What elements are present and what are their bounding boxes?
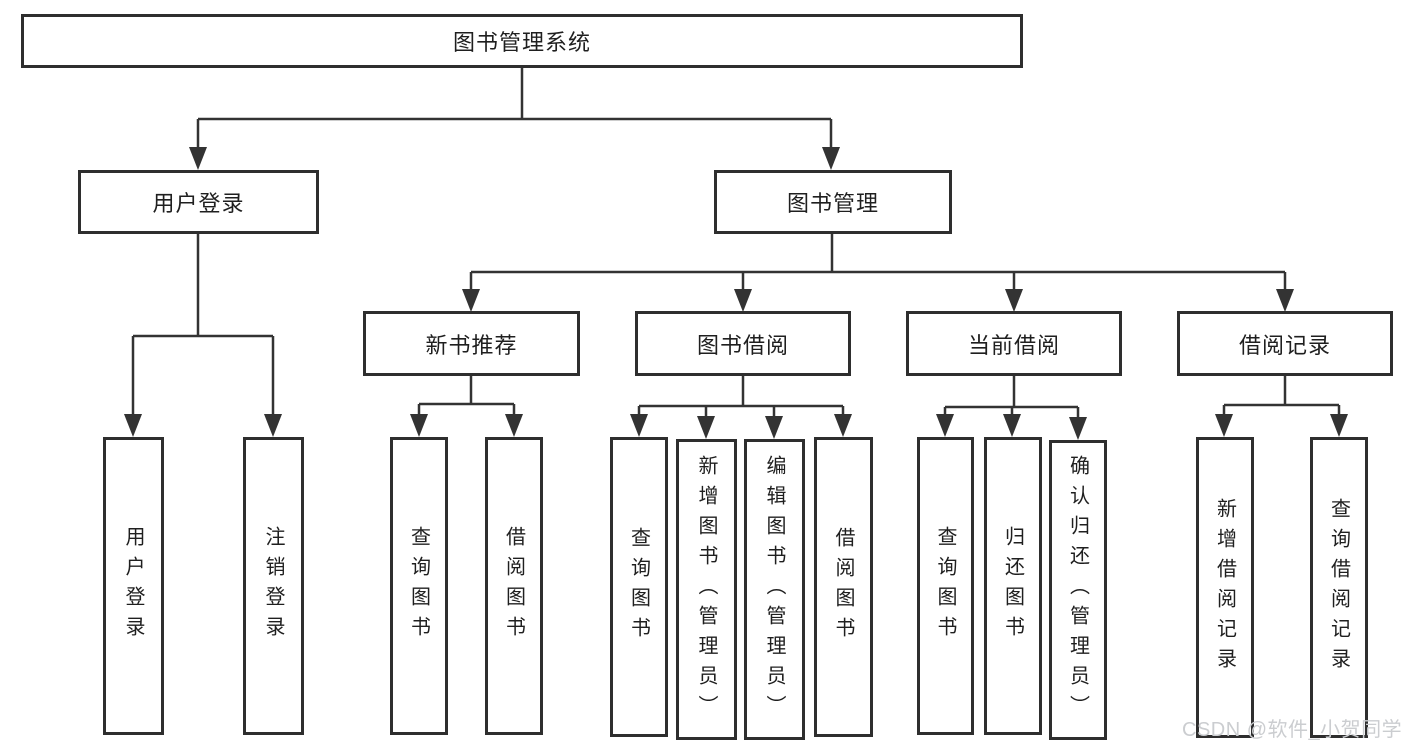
leaf-logout-label: 注销登录 xyxy=(262,526,284,646)
arrowheads xyxy=(124,147,1348,440)
leaf-add-books-admin: 新增图书（管理员） xyxy=(676,439,737,740)
leaf-borrow-books-1-label: 借阅图书 xyxy=(502,526,525,646)
node-borrowing-records-label: 借阅记录 xyxy=(1238,332,1331,358)
leaf-confirm-return-admin: 确认归还（管理员） xyxy=(1049,440,1107,740)
leaf-borrow-books-2: 借阅图书 xyxy=(814,437,873,737)
node-root-label: 图书管理系统 xyxy=(452,30,591,55)
leaf-return-books-label: 归还图书 xyxy=(1001,526,1024,646)
leaf-add-borrow-record-label: 新增借阅记录 xyxy=(1213,497,1236,678)
connector-book-borrow-children xyxy=(637,375,845,418)
leaf-borrow-books-1: 借阅图书 xyxy=(485,437,543,735)
leaf-query-books-2-label: 查询图书 xyxy=(627,527,650,647)
leaf-add-borrow-record: 新增借阅记录 xyxy=(1196,437,1254,738)
leaf-edit-books-admin: 编辑图书（管理员） xyxy=(744,439,805,740)
leaf-query-books-3: 查询图书 xyxy=(917,437,974,735)
leaf-query-books-3-label: 查询图书 xyxy=(934,526,956,646)
node-book-borrowing: 图书借阅 xyxy=(635,311,851,376)
leaf-confirm-return-admin-label: 确认归还（管理员） xyxy=(1066,455,1089,725)
node-book-management-label: 图书管理 xyxy=(786,191,879,216)
leaf-return-books: 归还图书 xyxy=(984,437,1042,735)
node-book-management: 图书管理 xyxy=(714,170,952,234)
node-current-borrowing: 当前借阅 xyxy=(906,311,1122,376)
node-new-book-recommend-label: 新书推荐 xyxy=(425,332,518,358)
connector-book-mgmt-children xyxy=(469,233,1287,292)
connector-root-to-level2 xyxy=(196,68,833,149)
connector-current-borrow-children xyxy=(943,375,1080,419)
leaf-borrow-books-2-label: 借阅图书 xyxy=(832,527,854,647)
connector-borrow-records-children xyxy=(1222,375,1341,416)
leaf-edit-books-admin-label: 编辑图书（管理员） xyxy=(763,454,785,725)
leaf-query-borrow-record-label: 查询借阅记录 xyxy=(1327,497,1350,678)
node-user-login-label: 用户登录 xyxy=(152,191,245,216)
leaf-user-login-label: 用户登录 xyxy=(122,526,144,646)
node-root-system: 图书管理系统 xyxy=(21,14,1023,68)
node-user-login: 用户登录 xyxy=(78,170,319,234)
leaf-logout: 注销登录 xyxy=(243,437,304,735)
leaf-query-books-1: 查询图书 xyxy=(390,437,448,735)
leaf-query-borrow-record: 查询借阅记录 xyxy=(1310,437,1368,738)
node-borrowing-records: 借阅记录 xyxy=(1177,311,1393,376)
node-current-borrowing-label: 当前借阅 xyxy=(967,332,1060,358)
leaf-query-books-1-label: 查询图书 xyxy=(407,526,430,646)
leaf-add-books-admin-label: 新增图书（管理员） xyxy=(695,454,717,725)
connector-new-book-children xyxy=(417,375,516,416)
connector-user-login-children xyxy=(131,233,275,416)
node-new-book-recommend: 新书推荐 xyxy=(363,311,580,376)
leaf-query-books-2: 查询图书 xyxy=(610,437,668,737)
node-book-borrowing-label: 图书借阅 xyxy=(696,332,789,358)
leaf-user-login: 用户登录 xyxy=(103,437,164,735)
csdn-watermark: CSDN @软件_小贺同学 xyxy=(1182,719,1403,741)
